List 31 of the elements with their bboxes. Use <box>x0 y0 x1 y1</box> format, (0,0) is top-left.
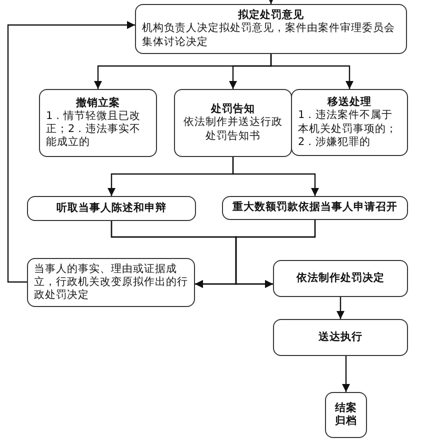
box-text: 当事人的事实、理由或证据成立，行政机关改变原拟作出的行政处罚决定 <box>34 262 188 302</box>
process-box <box>222 196 408 220</box>
process-box <box>27 258 195 307</box>
box-text: 1．违法案件不属于本机关处罚事项的；2．涉嫌犯罪的 <box>298 109 398 149</box>
box-text: 重大数额罚款依据当事人申请召开 <box>232 201 398 215</box>
process-box <box>27 196 196 221</box>
box-text: 机构负责人决定拟处罚意见，案件由案件审理委员会集体讨论决定 <box>142 22 396 49</box>
box-text: 结案归档 <box>334 402 358 428</box>
process-box <box>325 392 367 438</box>
arrow <box>342 356 350 392</box>
box-title: 撤销立案 <box>74 96 121 110</box>
box-text: 1．情节轻微且已改正；2．违法事实不能成立的 <box>46 110 142 150</box>
box-text: 听取当事人陈述和申辩 <box>56 202 168 216</box>
arrow <box>235 220 316 288</box>
box-text: 依法制作并送达行政处罚告知书 <box>182 116 284 143</box>
arrow <box>7 21 135 283</box>
arrow <box>232 157 319 196</box>
arrow <box>267 0 275 4</box>
box-text: 送达执行 <box>318 330 364 344</box>
arrow <box>270 54 354 89</box>
arrow <box>336 297 344 319</box>
process-box <box>135 4 407 54</box>
process-box <box>273 260 408 297</box>
box-title: 拟定处罚意见 <box>236 9 305 22</box>
box-title: 移送处理 <box>326 96 372 109</box>
process-box <box>174 89 292 157</box>
process-box <box>273 319 408 356</box>
process-box <box>39 89 157 157</box>
process-box <box>291 89 408 156</box>
box-text: 依法制作处罚决定 <box>295 272 386 286</box>
box-title: 处罚告知 <box>210 103 256 116</box>
